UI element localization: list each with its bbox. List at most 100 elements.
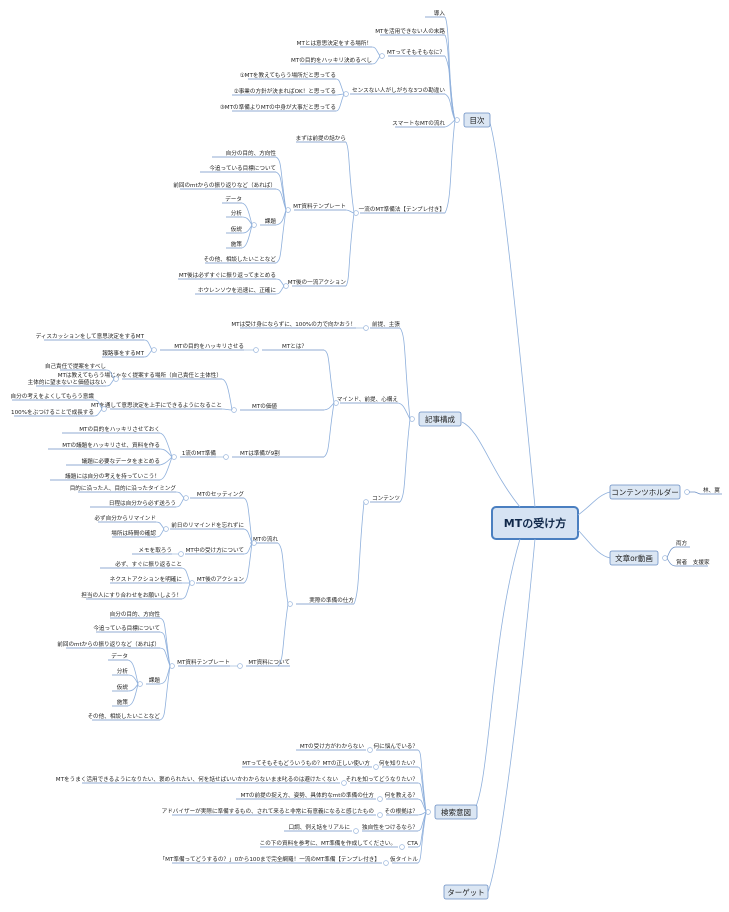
doc-tpl-4: 課題 [149,676,161,684]
kensaku-a-2: MTってそもそもどういうもの？MTの正しい使い方 [242,759,370,767]
kachi-2: MTを通して意思決定を上手にできるようになること [91,401,222,409]
mokuji-item-3: MTってそもそもなに？ [387,49,445,56]
flow-1: MTのセッティング [197,490,244,498]
kadai-2: 分析 [231,209,243,217]
tpl-3: 前回のmtからの振り返りなど（あれば） [173,181,276,189]
kiji-l1-2: マインド、前提、心構え [337,395,399,403]
setting-2: 日程は自分から必ず送ろう [109,499,176,507]
tpl-2: 今追っている目標について [209,164,276,172]
svg-text:検索意図: 検索意図 [441,807,471,817]
mind-1: MTとは？ [282,343,307,350]
flow-4: MT後のアクション [197,575,245,583]
kachi-a-2: 主体的に望まないと価値はない [28,378,107,386]
jissai: 実際の準備の仕方 [309,596,354,604]
kensaku-a-1: MTの受け方がわからない [300,742,365,750]
kiji-l1-3: コンテンツ [372,495,400,502]
mt-nani-1: MTとは意思決定をする場所！ [297,39,372,47]
prep-2: MT資料テンプレート [293,202,346,210]
svg-text:文章or動画: 文章or動画 [615,553,653,563]
doc-tpl-5: その他、相談したいことなど [87,712,160,720]
junbi-4: 議題には自分の考えを持っていこう！ [65,472,160,480]
mokuji-item-1: 導入 [434,9,446,17]
doc-tpl-1: 自分の目的、方向性 [110,610,161,618]
jissai-2: MT資料について [248,658,290,666]
kensaku-q-2: 何を知りたい？ [379,759,418,767]
mokuji-item-5: スマートなMTの流れ [392,119,445,127]
doc-kadai-1: データ [111,652,128,660]
kensaku-q-3: それを知ってどうなりたい？ [346,775,418,783]
svg-text:MTの受け方: MTの受け方 [504,516,566,530]
svg-text:ターゲット: ターゲット [447,888,485,897]
root-to-kensaku [472,538,521,813]
zentei-child: MTは受け身にならずに、100%の力で向かおう！ [231,320,356,328]
junbi-2: MTの議題をハッキリさせ、資料を作る [62,441,160,449]
hub-bunsho[interactable]: 文章or動画 [609,550,659,566]
flow-after-2: ネクストアクションを明確に [110,575,183,583]
content-holder-child: 林、翼 [703,486,720,494]
kachi-1: MTは教えてもらう場じゃなく提案する場所（自己責任と主体性） [58,371,222,379]
svg-text:記事構成: 記事構成 [425,414,455,424]
mind-3: MTは準備が9割 [240,449,280,457]
mt-towa: MTの目的をハッキリさせる [174,342,244,350]
kachi-b-2: 100%をぶつけることで成長する [11,408,94,416]
doc-tpl-3: 前回のmtからの振り返りなど（あれば） [57,640,160,648]
junbi-3: 議題に必要なデータをまとめる [82,457,160,465]
flow-after-1: 必ず、すぐに振り返ること [115,560,182,568]
bunsho-child-1: 両方 [676,539,688,547]
kensaku-q-8: 仮タイトル [390,855,418,863]
bunsho-child-2: 賞者 支援家 [676,558,710,566]
mt-towa-2: 報路事をするMT [102,349,144,357]
hub-kensaku[interactable]: 検索意図 [434,804,478,820]
kachi-a-1: 自己責任で提案をすべし [45,362,107,370]
root-to-kiji [461,421,521,508]
root-to-mokuji [488,119,536,508]
hub-target[interactable]: ターゲット [443,884,489,900]
kensaku-a-6: 口調、例え話をリアルに [289,823,351,831]
mk-after-1: MT後は必ずすぐに振り返ってまとめる [179,271,276,279]
mt-towa-1: ディスカッションをして意思決定をするMT [36,332,145,340]
junbi-1: MTの目的をハッキリさせておく [79,425,160,433]
doc-kadai-4: 施策 [117,698,129,706]
flow-after-3: 担当の人にすり合わせをお願いしよう！ [81,591,182,599]
kensaku-q-5: その根拠は？ [384,807,418,815]
hub-content-holder[interactable]: コンテンツホルダー [609,484,681,500]
hub-kiji[interactable]: 記事構成 [418,411,462,427]
kadai-4: 施策 [231,240,243,248]
kadai-3: 仮説 [231,225,243,233]
kensaku-a-4: MTの前提の捉え方、姿勢、具体的なmtの準備の仕方 [241,791,375,799]
flow-3: MT中の受け方について [186,546,244,554]
mt-nani-2: MTの目的をハッキリ決めるべし [291,56,372,64]
kensaku-q-7: CTA [407,841,418,847]
junbi: 1流のMT準備 [182,449,217,457]
setting-1: 目的に沿った人、目的に沿ったタイミング [70,484,177,492]
kensaku-a-7: この下の資料を参考に、MT準備を作成してください。 [260,839,396,847]
kensaku-a-8: 「MT準備ってどうするの？」0から100まで完全網羅！一流のMT準備【テンプレ付… [160,855,380,863]
doc-child: MT資料テンプレート [177,658,230,666]
mk-after-2: ホウレンソウを迅速に、正確に [198,286,277,294]
tpl-1: 自分の目的、方向性 [226,149,277,157]
flow-2: 前日のリマインドを忘れずに [171,521,244,529]
kensaku-a-5: アドバイザーが実際に準備するもの、されて来ると非常に有意義になると感じたもの [162,807,375,815]
sense-3: ③MTの準備よりMTの中身が大事だと思ってる [220,103,336,111]
hub-mokuji[interactable]: 目次 [463,112,491,128]
root-to-target [487,538,536,893]
doc-kadai-2: 分析 [117,667,129,675]
jissai-1: MTの流れ [253,535,278,543]
root-node[interactable]: MTの受け方 [491,506,579,540]
kensaku-q-4: 何を教える？ [385,791,418,799]
remind-1: 必ず自分からリマインド [94,514,156,522]
kadai-1: データ [225,195,242,203]
doc-kadai-3: 仮説 [117,683,129,691]
tpl-5: その他、相談したいことなど [203,255,276,263]
sense-2: ②事業の方針が決まればOK！と思ってる [234,87,336,95]
mokuji-item-4: センスない人がしがちな3つの勘違い [352,86,445,94]
during-1: メモを取ろう [138,547,172,554]
prep-3: MT後の一流アクション [288,278,347,286]
remind-2: 場所は時間の確認 [111,529,156,537]
kiji-l1-1: 前提、主張 [372,320,400,328]
svg-text:コンテンツホルダー: コンテンツホルダー [611,487,679,497]
tpl-4: 課題 [265,217,277,225]
root-to-content-holder [577,491,611,516]
svg-text:目次: 目次 [470,115,485,125]
prep-1: まずは前提の話から [296,134,346,142]
